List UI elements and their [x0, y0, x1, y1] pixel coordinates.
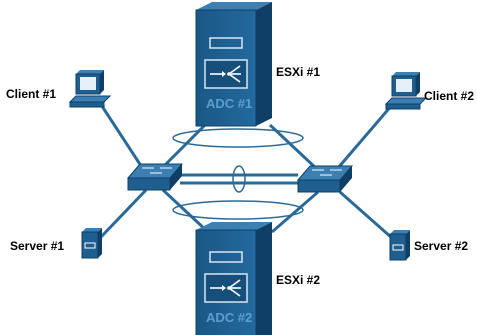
esxi1-rack-server-icon: ADC #1 [195, 2, 272, 127]
esxi2-load-balancer-icon [210, 279, 241, 297]
server2-label: Server #2 [414, 239, 469, 253]
link-server1-switch-left [98, 188, 148, 240]
esxi2-uplink-ring [172, 200, 304, 220]
port-channel-rings [172, 128, 304, 220]
client2-desktop-computer-icon [384, 72, 428, 110]
left-switch-icon [126, 163, 184, 191]
client1-desktop-computer-icon [68, 70, 112, 108]
link-esxi1-switch-right [268, 123, 320, 172]
server2-server-icon [389, 230, 410, 261]
server1-label: Server #1 [10, 239, 65, 253]
link-esxi2-switch-right [271, 190, 319, 234]
link-client2-switch-right [336, 104, 394, 169]
esxi1-load-balancer-icon [210, 65, 241, 83]
esxi2-adc-label: ADC #2 [206, 310, 252, 325]
esxi1-adc-label: ADC #1 [206, 96, 252, 111]
links [96, 99, 394, 240]
esxi1-uplink-ring [172, 128, 304, 148]
esxi1-label: ESXi #1 [276, 65, 321, 79]
client1-label: Client #1 [6, 87, 57, 101]
link-server2-switch-right [339, 190, 393, 240]
esxi2-label: ESXi #2 [276, 273, 321, 287]
link-esxi1-switch-left [158, 123, 207, 172]
client2-label: Client #2 [424, 89, 475, 103]
server1-server-icon [81, 228, 102, 259]
esxi2-rack-server-icon: ADC #2 [195, 222, 272, 335]
right-switch-icon [296, 165, 354, 193]
link-client1-switch-left [96, 99, 149, 176]
link-esxi2-switch-left [161, 188, 210, 234]
inter-switch-ring [232, 165, 246, 193]
